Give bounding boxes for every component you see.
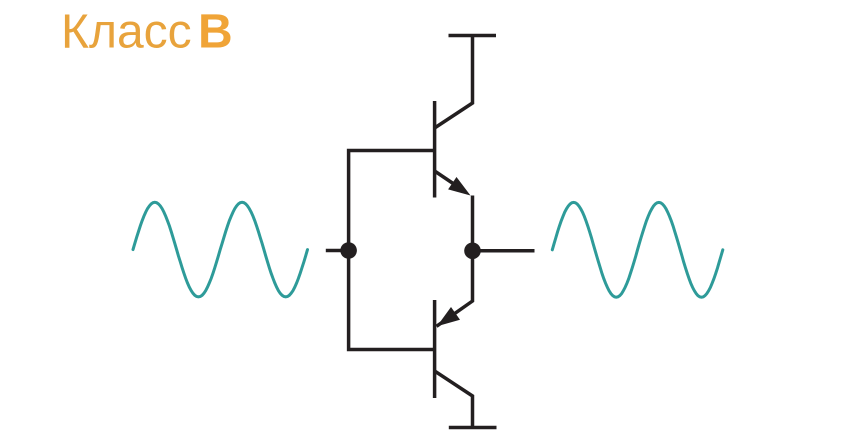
svg-text:B: B <box>198 6 233 59</box>
svg-text:Класс: Класс <box>61 6 192 59</box>
